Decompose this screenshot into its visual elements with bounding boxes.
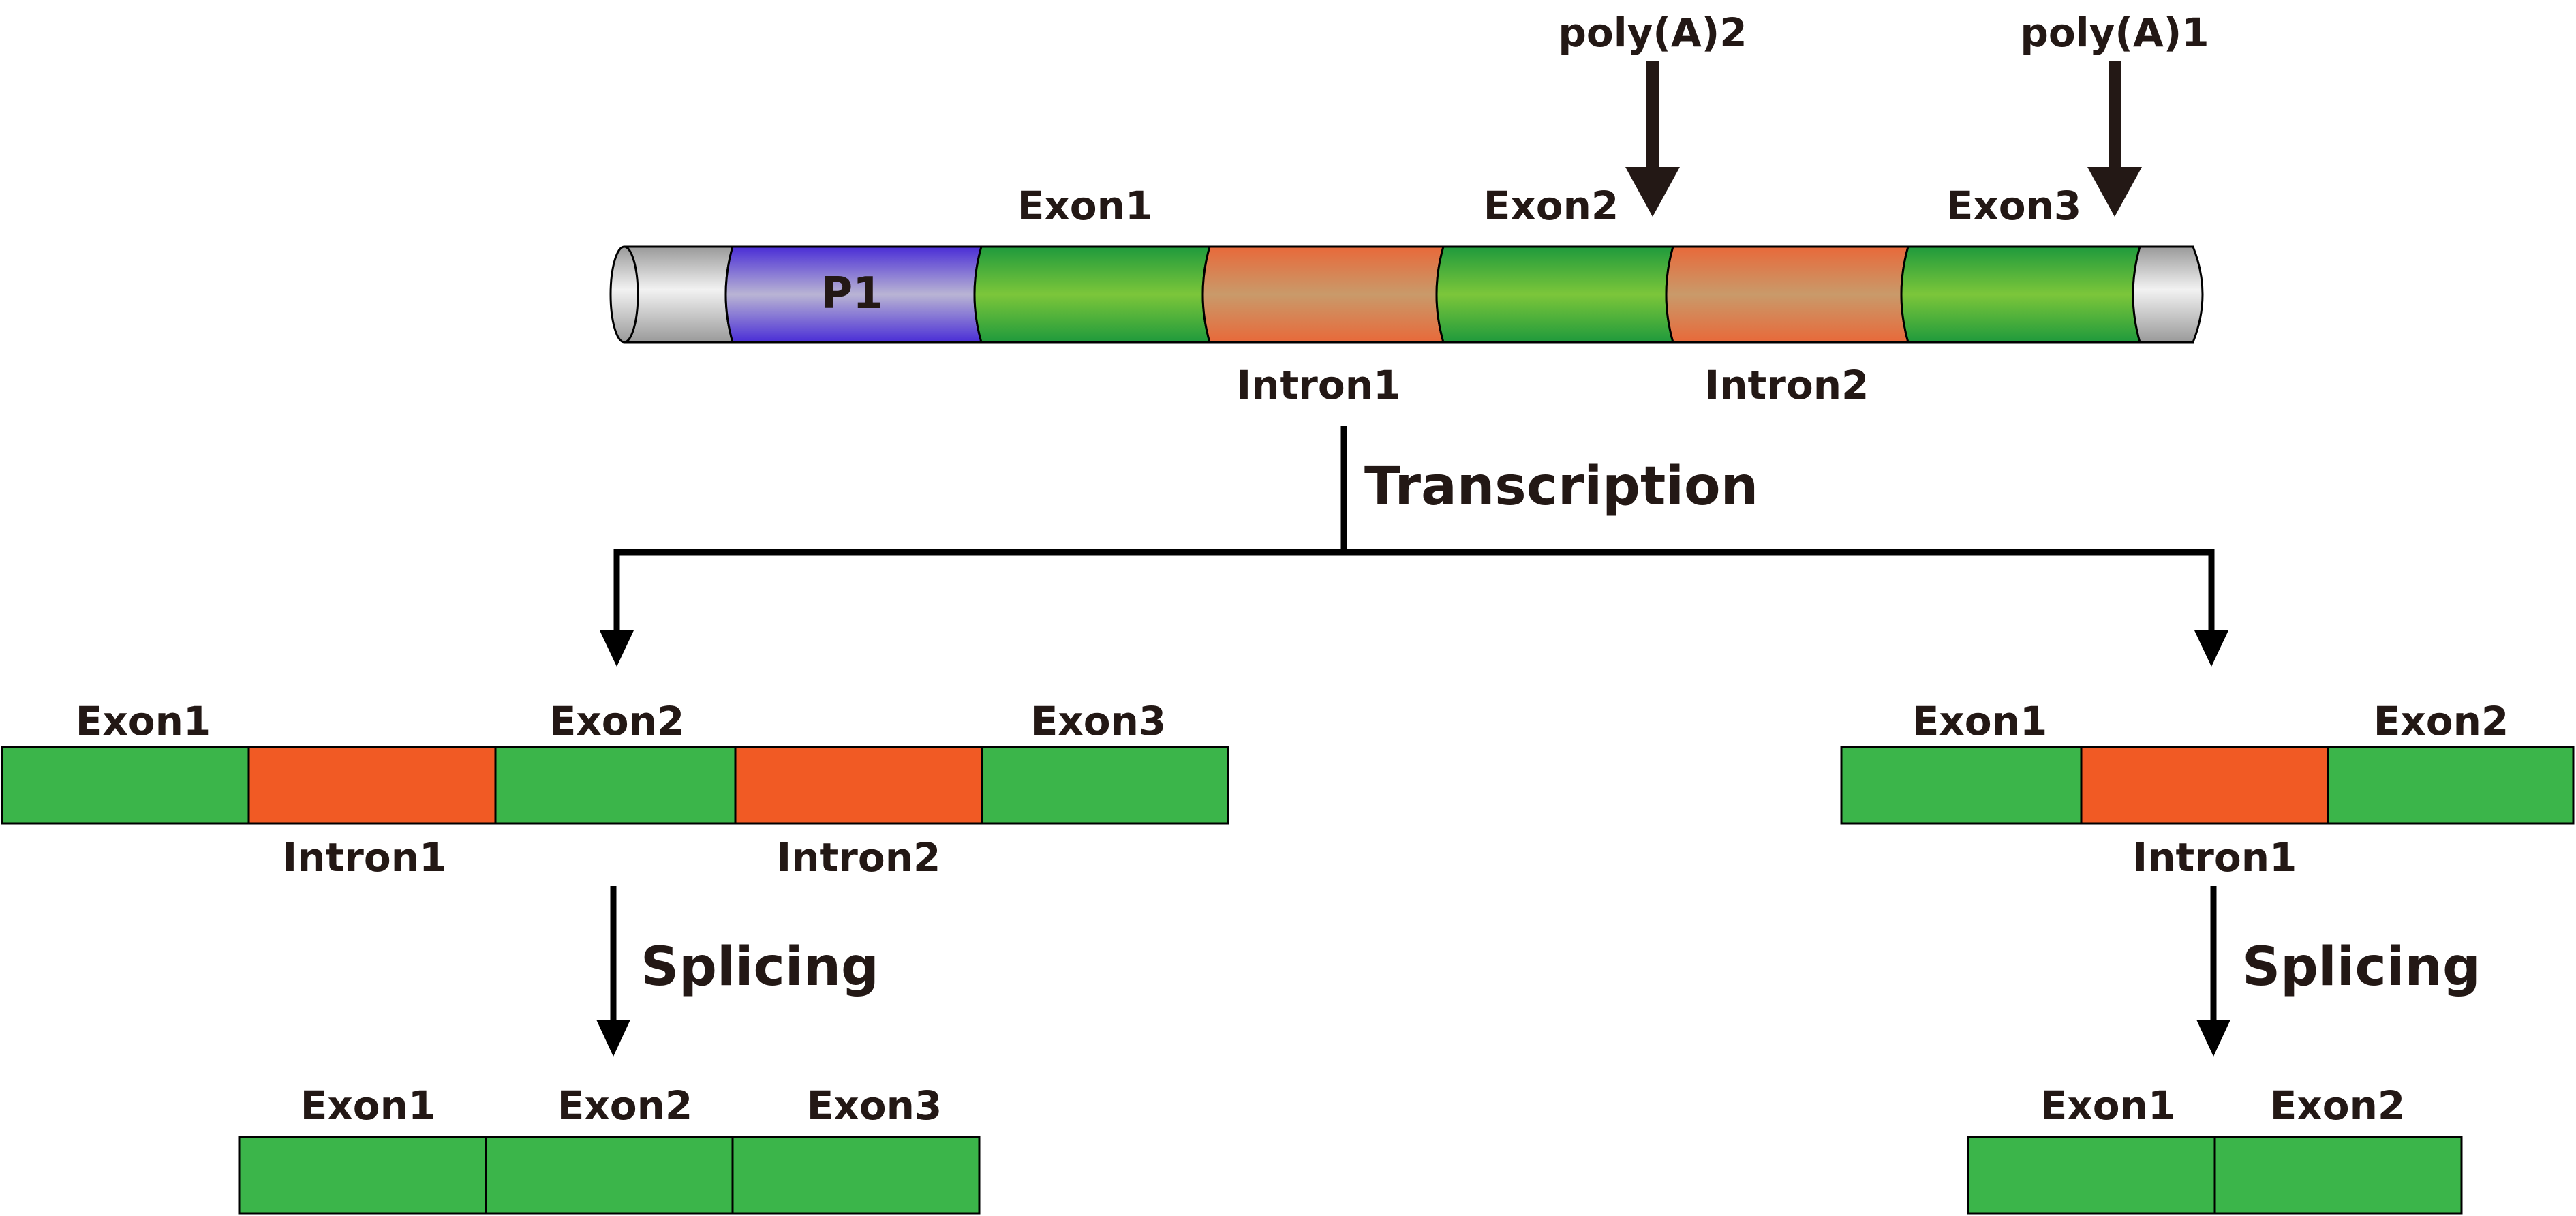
left-pre-intron2-label: Intron2 bbox=[777, 834, 941, 881]
polya1-label: poly(A)1 bbox=[2020, 10, 2209, 56]
left-mrna-exon1-box bbox=[238, 1136, 487, 1215]
gene-exon3-segment bbox=[1900, 245, 2141, 344]
transcription-label: Transcription bbox=[1364, 456, 1758, 517]
left-pre-intron2-box bbox=[734, 746, 983, 825]
left-mrna bbox=[238, 1136, 981, 1215]
gene-exon2-label: Exon2 bbox=[1484, 183, 1619, 229]
gene-intron1-segment bbox=[1201, 245, 1445, 344]
left-mrna-exon3-box bbox=[731, 1136, 981, 1215]
gene-structure bbox=[609, 245, 2204, 344]
right-pre-mrna bbox=[1840, 746, 2575, 825]
right-splicing-arrowhead bbox=[2196, 1020, 2230, 1057]
transcription-connector bbox=[613, 426, 2215, 641]
right-mrna-exon2-box bbox=[2213, 1136, 2463, 1215]
gene-exon3-label: Exon3 bbox=[1946, 183, 2082, 229]
right-pre-exon1-box bbox=[1840, 746, 2083, 825]
gene-exon2-segment bbox=[1435, 245, 1674, 344]
right-mrna-exon2-label: Exon2 bbox=[2270, 1082, 2406, 1129]
left-branch-arrowhead bbox=[600, 630, 634, 667]
gene-exon1-segment bbox=[973, 245, 1211, 344]
right-pre-intron1-label: Intron1 bbox=[2133, 834, 2297, 881]
left-pre-mrna bbox=[1, 746, 1229, 825]
right-pre-exon2-box bbox=[2327, 746, 2575, 825]
right-pre-exon2-label: Exon2 bbox=[2374, 698, 2509, 744]
gene-left-cap-face bbox=[609, 245, 639, 344]
polya2-label: poly(A)2 bbox=[1558, 10, 1747, 56]
left-pre-exon1-label: Exon1 bbox=[76, 698, 211, 744]
left-mrna-exon3-label: Exon3 bbox=[807, 1082, 942, 1129]
right-branch-arrowhead bbox=[2194, 630, 2228, 667]
gene-right-cap bbox=[2132, 245, 2204, 344]
left-pre-exon2-box bbox=[494, 746, 737, 825]
right-splicing-label: Splicing bbox=[2242, 937, 2481, 998]
right-pre-exon1-label: Exon1 bbox=[1912, 698, 2048, 744]
polya2-arrow bbox=[1625, 61, 1680, 217]
left-pre-exon2-label: Exon2 bbox=[549, 698, 685, 744]
gene-exon1-label: Exon1 bbox=[1017, 183, 1153, 229]
left-mrna-exon1-label: Exon1 bbox=[301, 1082, 436, 1129]
right-mrna-exon1-box bbox=[1967, 1136, 2216, 1215]
left-pre-exon3-label: Exon3 bbox=[1031, 698, 1167, 744]
left-mrna-exon2-box bbox=[485, 1136, 734, 1215]
right-mrna-exon1-label: Exon1 bbox=[2040, 1082, 2176, 1129]
right-mrna bbox=[1967, 1136, 2463, 1215]
left-pre-exon1-box bbox=[1, 746, 250, 825]
left-mrna-exon2-label: Exon2 bbox=[557, 1082, 693, 1129]
left-pre-intron1-label: Intron1 bbox=[283, 834, 447, 881]
left-splicing-arrowhead bbox=[596, 1020, 630, 1057]
left-pre-intron1-box bbox=[247, 746, 497, 825]
gene-intron2-label: Intron2 bbox=[1705, 362, 1869, 408]
gene-intron2-segment bbox=[1665, 245, 1910, 344]
polya1-arrow bbox=[2087, 61, 2142, 217]
promoter-p1-label: P1 bbox=[821, 269, 883, 319]
right-pre-intron1-box bbox=[2080, 746, 2329, 825]
gene-intron1-label: Intron1 bbox=[1237, 362, 1401, 408]
left-splicing-label: Splicing bbox=[641, 937, 879, 998]
left-pre-exon3-box bbox=[981, 746, 1229, 825]
